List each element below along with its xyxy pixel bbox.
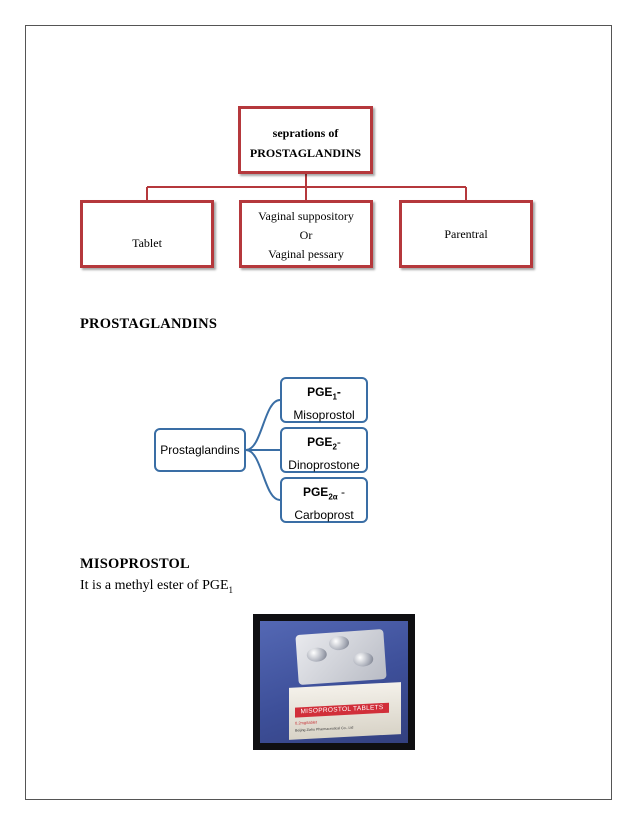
pg-item-dinoprostone: PGE2- Dinoprostone <box>280 427 368 473</box>
pg-item-suffix: - <box>336 435 341 449</box>
pg-item-sub: 1 <box>332 392 337 402</box>
pg-connector-1 <box>245 399 281 451</box>
box-label: MISOPROSTOL TABLETS <box>295 702 389 718</box>
misoprostol-description: It is a methyl ester of PGE1 <box>80 578 233 595</box>
pg-item-sub: 2α <box>328 492 338 502</box>
pg-item-misoprostol: PGE1- Misoprostol <box>280 377 368 423</box>
pg-item-name: Carboprost <box>294 508 354 523</box>
org-chart-connectors <box>146 174 467 200</box>
pg-root-label: Prostaglandins <box>160 443 240 457</box>
org-root-line1: seprations of <box>272 126 339 140</box>
pg-diagram-connectors <box>245 399 281 501</box>
medicine-box: MISOPROSTOL TABLETS 0.2mg/tablet Beijing… <box>289 682 401 740</box>
pg-item-carboprost: PGE2α - Carboprost <box>280 477 368 523</box>
blister-pack <box>295 628 387 686</box>
org-child-vaginal-line1: Vaginal suppository <box>258 209 354 223</box>
pg-item-suffix: - <box>336 385 341 399</box>
heading-prostaglandins: PROSTAGLANDINS <box>80 316 218 332</box>
misoprostol-description-sub: 1 <box>228 584 234 595</box>
misoprostol-photo: MISOPROSTOL TABLETS 0.2mg/tablet Beijing… <box>253 614 415 750</box>
org-root-box: seprations of PROSTAGLANDINS <box>238 106 373 174</box>
pg-item-code: PGE <box>302 485 329 499</box>
pill <box>306 647 328 663</box>
org-child-vaginal-line2: Or <box>299 228 313 242</box>
box-maker: Beijing Zizhu Pharmaceutical Co., Ltd <box>295 725 354 733</box>
pill <box>352 651 374 668</box>
pg-connector-3 <box>245 449 281 501</box>
org-child-tablet-label: Tablet <box>132 236 162 250</box>
pg-item-name: Dinoprostone <box>288 458 360 473</box>
org-child-parentral: Parentral <box>399 200 533 268</box>
org-child-vaginal: Vaginal suppository Or Vaginal pessary <box>239 200 373 268</box>
pg-item-name: Misoprostol <box>293 408 355 423</box>
heading-misoprostol: MISOPROSTOL <box>80 556 190 572</box>
misoprostol-description-text: It is a methyl ester of PGE <box>80 578 229 593</box>
org-child-vaginal-line3: Vaginal pessary <box>268 247 344 261</box>
box-dose: 0.2mg/tablet <box>295 719 318 726</box>
org-root-line2: PROSTAGLANDINS <box>249 146 362 160</box>
org-child-parentral-label: Parentral <box>444 227 488 241</box>
org-child-tablet: Tablet <box>80 200 214 268</box>
pill <box>328 635 350 651</box>
pg-item-code: PGE <box>307 435 333 449</box>
photo-background: MISOPROSTOL TABLETS 0.2mg/tablet Beijing… <box>260 621 408 743</box>
pg-item-suffix: - <box>337 485 346 499</box>
page-frame <box>25 25 612 800</box>
pg-item-code: PGE <box>307 385 333 399</box>
pg-item-sub: 2 <box>332 442 337 452</box>
pg-root-box: Prostaglandins <box>154 428 246 472</box>
